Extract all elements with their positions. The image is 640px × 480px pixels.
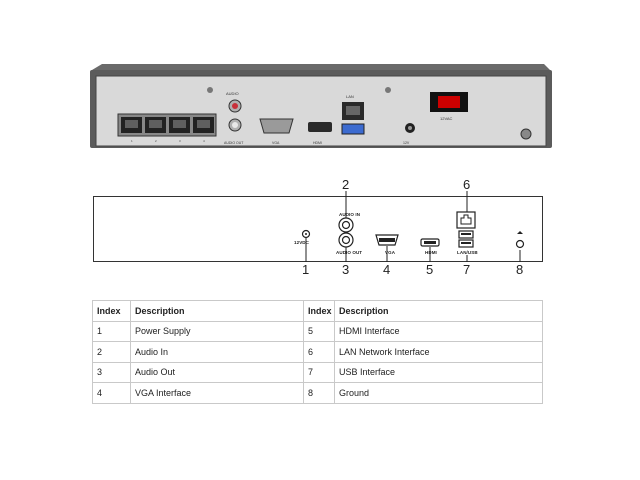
cell-index: 6 <box>303 341 335 363</box>
callout-6: 6 <box>463 177 471 192</box>
cell-index: 2 <box>92 341 131 363</box>
vga-label: VGA <box>272 141 280 145</box>
cell-index: 1 <box>92 320 131 342</box>
diagram-label-hdmi: HDMI <box>425 250 437 255</box>
table-header-row: Index Description Index Description <box>92 300 543 322</box>
audio-out-label: AUDIO OUT <box>224 141 244 145</box>
poe-port-1-label: 1 <box>131 139 133 143</box>
poe-port-2-label: 2 <box>155 139 157 143</box>
audio-label: AUDIO <box>226 91 239 96</box>
cell-description: USB Interface <box>334 361 543 383</box>
port-legend-table: Index Description Index Description 1 Po… <box>92 300 543 404</box>
poe-port-4-label: 4 <box>203 139 205 143</box>
cell-description: Power Supply <box>130 320 304 342</box>
cell-description: HDMI Interface <box>334 320 543 342</box>
cell-description: LAN Network Interface <box>334 341 543 363</box>
nvr-rear-photo: 1 2 3 4 AUDIO AUDIO OUT VGA HDMI LAN 12V… <box>90 64 552 148</box>
header-description: Description <box>130 300 304 322</box>
callout-8: 8 <box>516 262 524 277</box>
callout-3: 3 <box>342 262 350 277</box>
lan-label: LAN <box>346 94 354 99</box>
diagram-label-audio-in: AUDIO IN <box>339 212 361 217</box>
callout-7: 7 <box>463 262 471 277</box>
rear-panel-diagram <box>93 196 543 262</box>
switch-label: 12VAC <box>440 116 452 121</box>
hdmi-label: HDMI <box>313 141 322 145</box>
table-row: 3 Audio Out 7 USB Interface <box>92 361 543 383</box>
callout-2: 2 <box>342 177 350 192</box>
cell-index: 4 <box>92 382 131 404</box>
diagram-label-power: 12VDC <box>294 240 310 245</box>
cell-index: 7 <box>303 361 335 383</box>
cell-description: Ground <box>334 382 543 404</box>
diagram-label-vga: VGA <box>385 250 396 255</box>
cell-index: 3 <box>92 361 131 383</box>
callout-5: 5 <box>426 262 434 277</box>
poe-port-3-label: 3 <box>179 139 181 143</box>
diagram-ports <box>301 211 525 249</box>
header-index: Index <box>92 300 131 322</box>
cell-index: 8 <box>303 382 335 404</box>
diagram-label-audio-out: AUDIO OUT <box>336 250 363 255</box>
cell-description: Audio Out <box>130 361 304 383</box>
header-description-2: Description <box>334 300 543 322</box>
poe-ports: 1 2 3 4 <box>117 113 217 143</box>
table-row: 1 Power Supply 5 HDMI Interface <box>92 320 543 342</box>
table-row: 4 VGA Interface 8 Ground <box>92 382 543 404</box>
table-row: 2 Audio In 6 LAN Network Interface <box>92 341 543 363</box>
header-index-2: Index <box>303 300 335 322</box>
power-jack-label: 12V <box>403 141 410 145</box>
diagram-label-lan-usb: LAN/USB <box>457 250 478 255</box>
cell-description: Audio In <box>130 341 304 363</box>
cell-index: 5 <box>303 320 335 342</box>
callout-1: 1 <box>302 262 310 277</box>
callout-4: 4 <box>383 262 391 277</box>
cell-description: VGA Interface <box>130 382 304 404</box>
